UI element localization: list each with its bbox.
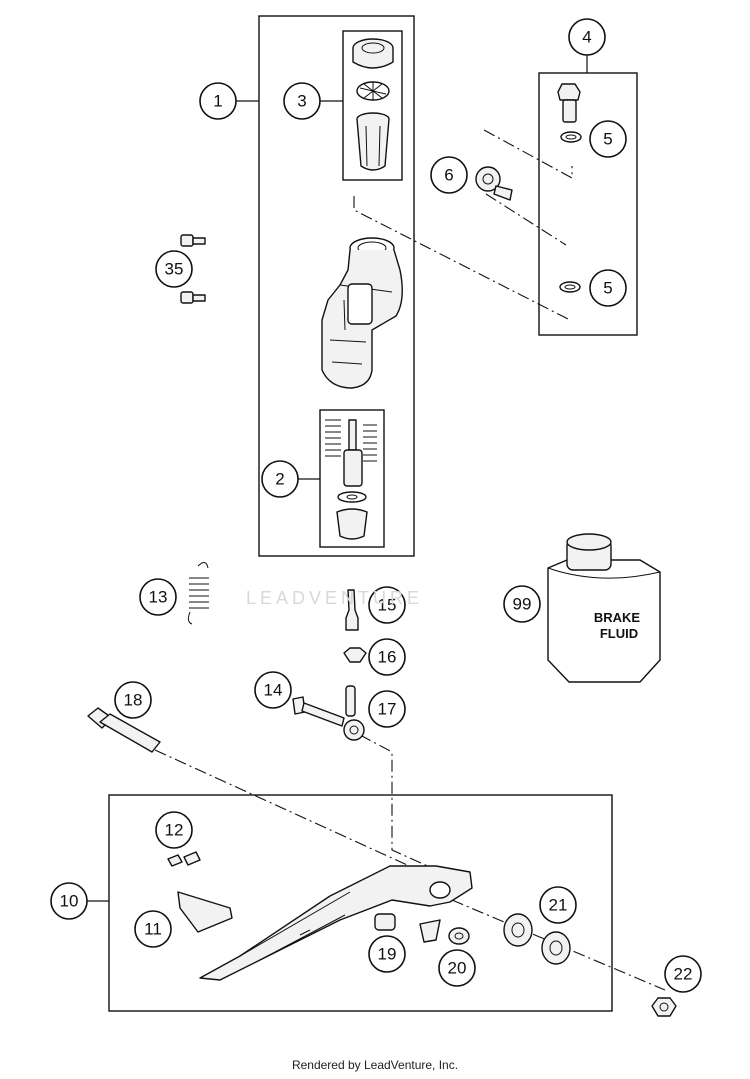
callout-13[interactable]: 13 xyxy=(139,578,177,616)
brake-fluid-can: BRAKE FLUID xyxy=(547,533,661,683)
callout-5-lower-label: 5 xyxy=(603,279,612,298)
callout-99-label: 99 xyxy=(513,595,532,614)
bearing-inner xyxy=(541,931,571,965)
sealing-ring-upper xyxy=(560,131,582,143)
callout-5-lower[interactable]: 5 xyxy=(589,269,627,307)
callout-2-label: 2 xyxy=(275,470,284,489)
callout-12[interactable]: 12 xyxy=(155,811,193,849)
callout-19-label: 19 xyxy=(378,945,397,964)
callout-20-label: 20 xyxy=(448,959,467,978)
callout-21[interactable]: 21 xyxy=(539,886,577,924)
rubber-buffers xyxy=(167,851,201,867)
banjo-group-box xyxy=(538,72,638,336)
callout-2[interactable]: 2 xyxy=(261,460,299,498)
brake-fluid-label-line1: BRAKE xyxy=(594,610,641,625)
hex-nut xyxy=(343,647,367,663)
callout-35-label: 35 xyxy=(165,260,184,279)
callout-18-label: 18 xyxy=(124,691,143,710)
banjo-fitting xyxy=(475,166,513,201)
brake-pedal-group-box xyxy=(108,794,613,1012)
pivot-bolt xyxy=(292,696,345,727)
callout-10[interactable]: 10 xyxy=(50,882,88,920)
callout-13-label: 13 xyxy=(149,588,168,607)
pedal-nut xyxy=(651,997,677,1017)
callout-17-label: 17 xyxy=(378,700,397,719)
callout-11[interactable]: 11 xyxy=(134,910,172,948)
callout-22-label: 22 xyxy=(674,965,693,984)
callout-11-label: 11 xyxy=(144,920,162,939)
reservoir-body xyxy=(356,112,390,171)
callout-3-label: 3 xyxy=(297,92,306,111)
pedal-tip-step xyxy=(177,891,233,933)
callout-6-label: 6 xyxy=(444,166,453,185)
adjuster-pin xyxy=(345,589,359,631)
long-bolt xyxy=(87,707,161,753)
callout-15[interactable]: 15 xyxy=(368,586,406,624)
callout-99[interactable]: 99 xyxy=(503,585,541,623)
banjo-bolt xyxy=(557,83,581,123)
sealing-ring-lower xyxy=(559,281,581,293)
callout-17[interactable]: 17 xyxy=(368,690,406,728)
callout-14-label: 14 xyxy=(264,681,283,700)
pedal-washer xyxy=(448,927,470,945)
callout-1[interactable]: 1 xyxy=(199,82,237,120)
callout-4[interactable]: 4 xyxy=(568,18,606,56)
callout-14[interactable]: 14 xyxy=(254,671,292,709)
screw-upper xyxy=(180,234,206,247)
leader-lines xyxy=(87,55,588,902)
brake-pedal-lever xyxy=(199,865,473,981)
callout-35[interactable]: 35 xyxy=(155,250,193,288)
callout-6[interactable]: 6 xyxy=(430,156,468,194)
callout-10-label: 10 xyxy=(60,892,79,911)
callout-4-label: 4 xyxy=(582,28,591,47)
reservoir-diaphragm xyxy=(356,81,390,101)
brake-fluid-label-line2: FLUID xyxy=(600,626,638,641)
watermark: LEADVENTURE xyxy=(246,588,424,608)
clevis xyxy=(343,685,365,741)
callout-19[interactable]: 19 xyxy=(368,935,406,973)
callout-15-label: 15 xyxy=(378,596,397,615)
reservoir-subgroup-box xyxy=(342,30,403,181)
callout-1-label: 1 xyxy=(213,92,222,111)
reservoir-cap xyxy=(352,38,394,69)
master-cylinder-group-box xyxy=(258,15,415,557)
callout-12-label: 12 xyxy=(165,821,184,840)
callout-18[interactable]: 18 xyxy=(114,681,152,719)
callout-21-label: 21 xyxy=(549,896,568,915)
callout-5-upper[interactable]: 5 xyxy=(589,120,627,158)
master-cylinder-body xyxy=(321,237,403,389)
callout-16[interactable]: 16 xyxy=(368,638,406,676)
return-spring xyxy=(187,562,209,625)
callout-5-upper-label: 5 xyxy=(603,130,612,149)
screw-lower xyxy=(180,291,206,304)
footer-credit: Rendered by LeadVenture, Inc. xyxy=(291,1058,459,1072)
bearing-outer xyxy=(503,913,533,947)
callout-3[interactable]: 3 xyxy=(283,82,321,120)
callout-20[interactable]: 20 xyxy=(438,949,476,987)
callout-22[interactable]: 22 xyxy=(664,955,702,993)
piston-kit xyxy=(325,419,377,540)
callout-16-label: 16 xyxy=(378,648,397,667)
pedal-spacer xyxy=(374,913,396,931)
